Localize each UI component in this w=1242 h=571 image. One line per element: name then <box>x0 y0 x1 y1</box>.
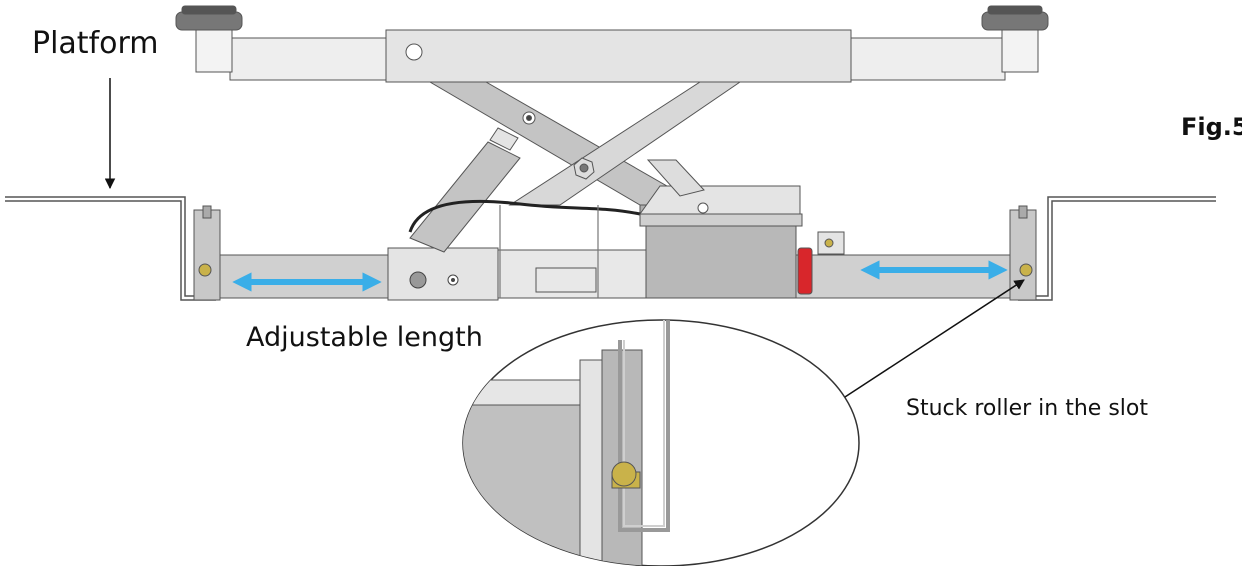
pump-unit <box>639 159 803 299</box>
detail-callout-arrow <box>821 279 1025 413</box>
stuck-roller-label: Stuck roller in the slot <box>906 396 1148 421</box>
top-beam <box>229 29 1006 83</box>
base-beam <box>219 247 1011 301</box>
release-valve <box>797 231 845 295</box>
adjustable-length-label: Adjustable length <box>246 322 483 353</box>
right-lifting-pad <box>981 5 1049 73</box>
roller-detail-view <box>462 319 860 567</box>
platform-label: Platform <box>32 26 159 61</box>
left-lifting-pad <box>175 5 243 73</box>
right-side-post <box>1009 205 1037 301</box>
left-side-post <box>193 205 221 301</box>
hydraulic-hose <box>408 199 641 233</box>
hydraulic-cylinder <box>409 127 521 253</box>
figure-label: Fig.5 <box>1181 113 1242 141</box>
